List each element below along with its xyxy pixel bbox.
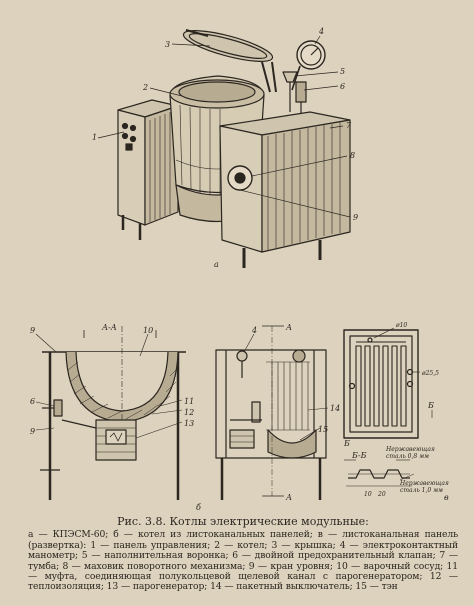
label-13: 13	[184, 419, 194, 428]
label-9: 9	[353, 213, 358, 222]
label-3: 3	[165, 40, 170, 49]
label-4: 4	[318, 27, 324, 36]
label-dim10: 10	[364, 491, 372, 498]
label-dia25: ø25,5	[421, 370, 439, 377]
label-b-marker-left: Б	[343, 439, 350, 448]
figure-caption: Рис. 3.8. Котлы электрические модульные:…	[28, 515, 458, 593]
label-10: 10	[143, 326, 153, 335]
label-dim20: 20	[377, 491, 386, 498]
label-2: 2	[142, 83, 148, 92]
panel-flat-layout	[343, 327, 433, 487]
sub-label-a: а	[214, 260, 219, 269]
label-9-lower: 9	[30, 427, 35, 436]
label-a-bottom: А	[285, 493, 292, 502]
sub-label-b: б	[196, 503, 201, 512]
sub-label-v: в	[444, 493, 449, 502]
label-dia10: ø10	[395, 322, 407, 329]
kettle-perspective-drawing	[97, 29, 351, 268]
label-8: 8	[350, 151, 355, 160]
label-7: 7	[346, 121, 352, 130]
kettle-side-section	[215, 325, 329, 500]
label-6: 6	[340, 82, 345, 91]
label-14: 14	[330, 404, 340, 413]
caption-title: Рис. 3.8. Котлы электрические модульные:	[117, 515, 369, 528]
label-a-top: А	[285, 323, 292, 332]
label-steel-1: Нержавеющая	[385, 446, 435, 453]
label-5: 5	[340, 67, 345, 76]
label-9-section: 9	[30, 326, 35, 335]
label-15: 15	[318, 425, 328, 434]
caption-body: а — КПЭСМ-60; б — котел из листоканальны…	[28, 529, 458, 593]
label-steel-2: сталь 0,8 мм	[386, 453, 429, 460]
label-steel-4: сталь 1,0 мм	[400, 487, 443, 494]
label-section-aa: А-А	[101, 323, 117, 332]
label-12: 12	[184, 408, 194, 417]
label-1: 1	[92, 133, 97, 142]
label-6-section: 6	[30, 397, 35, 406]
label-11: 11	[184, 397, 194, 406]
label-b-marker-right: Б	[427, 401, 434, 410]
kettle-cross-section-aa	[35, 326, 186, 500]
label-4-section: 4	[251, 326, 257, 335]
label-section-bb: Б-Б	[351, 451, 367, 460]
label-steel-3: Нержавеющая	[399, 480, 449, 487]
